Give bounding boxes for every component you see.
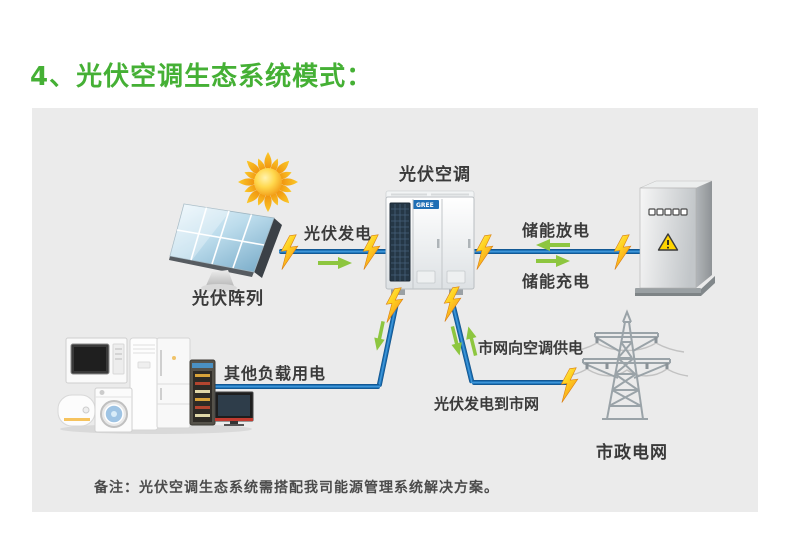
wire-ac-to-storage <box>473 249 650 254</box>
pv-generation-label: 光伏发电 <box>304 224 373 243</box>
flow-arrow-pv-generation <box>318 257 352 269</box>
water-heater-icon <box>57 394 96 427</box>
wine-cooler-icon <box>189 359 216 426</box>
grid-to-ac-label: 市网向空调供电 <box>478 339 584 357</box>
microwave-icon <box>65 337 128 384</box>
lightning-bolt-icon <box>560 367 579 403</box>
wire-loads-horizontal <box>212 384 380 389</box>
grid-label: 市政电网 <box>596 443 668 463</box>
floor-ac-icon <box>129 337 159 431</box>
footnote: 备注：光伏空调生态系统需搭配我司能源管理系统解决方案。 <box>94 480 499 496</box>
wire-grid-horizontal <box>472 380 570 385</box>
lightning-bolt-icon <box>280 234 299 270</box>
lightning-bolt-icon <box>362 234 381 270</box>
pv-array-label: 光伏阵列 <box>192 289 264 309</box>
lightning-bolt-icon <box>385 287 404 323</box>
lightning-bolt-icon <box>613 234 632 270</box>
wire-pv-to-ac <box>279 249 390 254</box>
svg-text:GREE: GREE <box>416 202 434 209</box>
pv-to-grid-label: 光伏发电到市网 <box>434 395 540 413</box>
sun-icon <box>238 152 298 212</box>
flow-arrow-other-load <box>374 320 385 351</box>
flow-arrow-storage-charge <box>536 255 570 267</box>
page-title: 4、光伏空调生态系统模式： <box>30 62 374 92</box>
washing-machine-icon <box>94 387 133 433</box>
power-tower-illustration <box>565 309 689 420</box>
diagram-panel: GREE <box>32 108 758 512</box>
fridge-icon <box>156 337 191 429</box>
flow-arrow-pv-to-grid <box>450 326 462 356</box>
indicator-lights <box>648 208 688 216</box>
other-load-label: 其他负载用电 <box>224 364 327 383</box>
flow-arrow-storage-discharge <box>536 239 570 251</box>
lightning-bolt-icon <box>443 286 462 322</box>
appliances-illustration <box>57 337 254 434</box>
ac-unit-illustration: GREE <box>385 190 475 295</box>
storage-discharge-label: 储能放电 <box>522 221 591 240</box>
warning-triangle-icon <box>657 233 679 251</box>
insulators <box>585 337 669 369</box>
storage-cabinet-illustration <box>635 180 715 296</box>
gree-logo <box>413 200 439 209</box>
solar-panel-illustration <box>169 203 282 292</box>
pv-ac-label: 光伏空调 <box>399 165 471 185</box>
storage-charge-label: 储能充电 <box>522 272 591 291</box>
tv-icon <box>214 391 254 426</box>
flow-arrow-grid-to-ac <box>466 326 478 356</box>
lightning-bolt-icon <box>475 234 494 270</box>
